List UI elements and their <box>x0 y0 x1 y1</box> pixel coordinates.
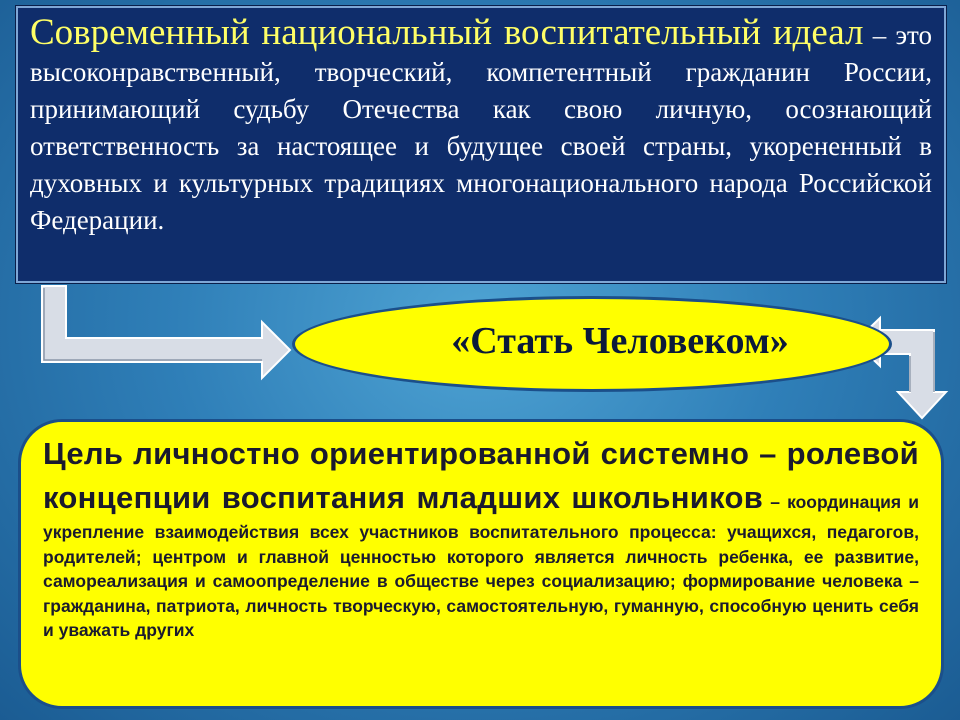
definition-lead: Современный национальный воспитательный … <box>30 12 864 53</box>
definition-body: высоконравственный, творческий, компетен… <box>30 57 932 235</box>
goal-body: – координация и укрепление взаимодействи… <box>43 492 919 640</box>
motto-oval <box>292 296 892 392</box>
down-right-arrow-icon <box>41 285 292 381</box>
motto-text: «Стать Человеком» <box>451 320 789 362</box>
definition-dash: – это <box>863 20 932 50</box>
goal-box: Цель личностно ориентированной системно … <box>18 419 944 709</box>
goal-lead: Цель личностно ориентированной системно … <box>43 436 919 515</box>
definition-text: Современный национальный воспитательный … <box>30 12 932 239</box>
goal-text: Цель личностно ориентированной системно … <box>43 432 919 643</box>
definition-box: Современный национальный воспитательный … <box>16 6 946 283</box>
